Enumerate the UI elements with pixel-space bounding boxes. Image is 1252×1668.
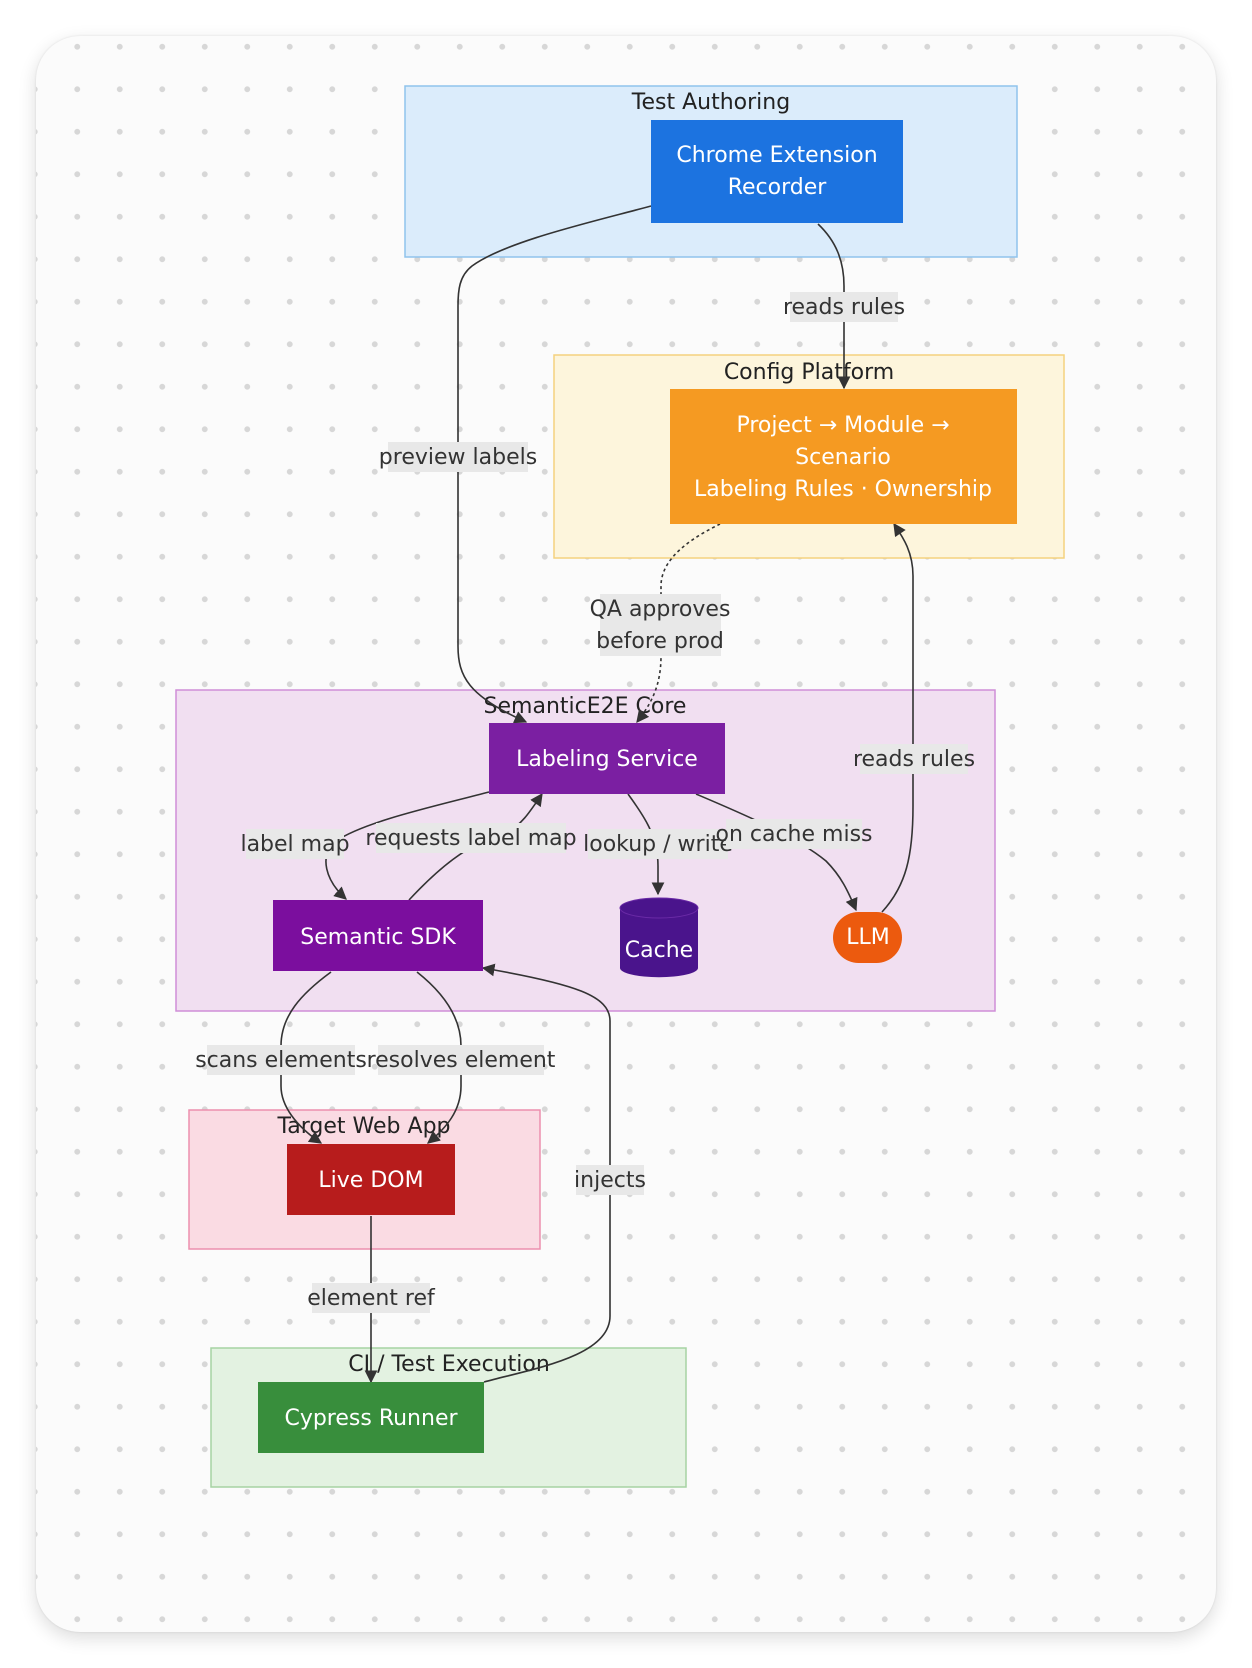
edge-label-reads-rules-llm: reads rules: [853, 744, 975, 774]
flowchart: Test Authoring Config Platform SemanticE…: [175, 85, 1065, 1488]
node-live-dom[interactable]: Live DOM: [287, 1144, 455, 1215]
cluster-title-target-web-app: Target Web App: [277, 1114, 451, 1139]
edge-label-requests-label-map: requests label map: [365, 823, 577, 853]
svg-text:Cache: Cache: [625, 938, 693, 963]
svg-text:Project → Module →: Project → Module →: [736, 413, 949, 438]
svg-text:before prod: before prod: [596, 629, 724, 654]
edge-label-preview-labels: preview labels: [379, 442, 537, 472]
svg-text:injects: injects: [574, 1168, 646, 1193]
svg-text:Labeling Rules · Ownership: Labeling Rules · Ownership: [694, 477, 992, 502]
edge-qa-approves: [636, 523, 721, 724]
svg-text:Semantic SDK: Semantic SDK: [300, 925, 456, 950]
svg-text:Cypress Runner: Cypress Runner: [284, 1406, 458, 1431]
svg-text:Chrome Extension: Chrome Extension: [676, 143, 877, 168]
svg-text:resolves element: resolves element: [367, 1048, 556, 1073]
edge-reads-rules-llm: [881, 522, 914, 913]
node-semantic-sdk[interactable]: Semantic SDK: [273, 900, 483, 971]
node-cache[interactable]: Cache: [619, 897, 699, 978]
edge-label-reads-rules-extension: reads rules: [783, 292, 905, 322]
svg-text:reads rules: reads rules: [783, 295, 905, 320]
edge-on-cache-miss: [695, 793, 858, 912]
edge-label-element-ref: element ref: [307, 1283, 436, 1313]
cluster-title-config-platform: Config Platform: [724, 360, 894, 385]
svg-text:LLM: LLM: [846, 925, 890, 950]
svg-text:reads rules: reads rules: [853, 747, 975, 772]
edge-label-scans-elements: scans elements: [195, 1045, 367, 1075]
cluster-title-ci: CI / Test Execution: [348, 1352, 550, 1377]
svg-text:Recorder: Recorder: [728, 175, 828, 200]
svg-text:scans elements: scans elements: [195, 1048, 367, 1073]
diagram-canvas: Test Authoring Config Platform SemanticE…: [36, 36, 1216, 1632]
edge-label-on-cache-miss: on cache miss: [715, 819, 873, 849]
cluster-title-core: SemanticE2E Core: [484, 694, 687, 719]
svg-text:lookup / write: lookup / write: [583, 832, 733, 857]
svg-text:on cache miss: on cache miss: [715, 822, 872, 847]
edge-label-injects: injects: [574, 1165, 646, 1195]
node-cypress-runner[interactable]: Cypress Runner: [258, 1382, 484, 1453]
edge-reads-rules-extension: [817, 223, 851, 390]
svg-text:requests label map: requests label map: [365, 826, 576, 851]
edge-label-resolves-element: resolves element: [367, 1045, 556, 1075]
svg-text:preview labels: preview labels: [379, 445, 537, 470]
node-labeling-service[interactable]: Labeling Service: [489, 723, 725, 794]
svg-text:Scenario: Scenario: [795, 445, 891, 470]
svg-text:element ref: element ref: [307, 1286, 436, 1311]
svg-text:label map: label map: [240, 832, 349, 857]
node-chrome-extension-recorder[interactable]: Chrome Extension Recorder: [651, 120, 903, 223]
svg-text:Live DOM: Live DOM: [318, 1168, 423, 1193]
edge-label-lookup-write: lookup / write: [583, 829, 733, 859]
edge-label-label-map: label map: [240, 829, 350, 859]
svg-text:QA approves: QA approves: [590, 597, 731, 622]
edge-preview-labels: [457, 205, 652, 724]
edge-label-qa-approves: QA approves before prod: [590, 594, 731, 656]
node-config-platform[interactable]: Project → Module → Scenario Labeling Rul…: [670, 389, 1017, 524]
svg-text:Labeling Service: Labeling Service: [516, 747, 698, 772]
node-llm[interactable]: LLM: [833, 912, 902, 963]
cluster-title-test-authoring: Test Authoring: [631, 90, 790, 115]
